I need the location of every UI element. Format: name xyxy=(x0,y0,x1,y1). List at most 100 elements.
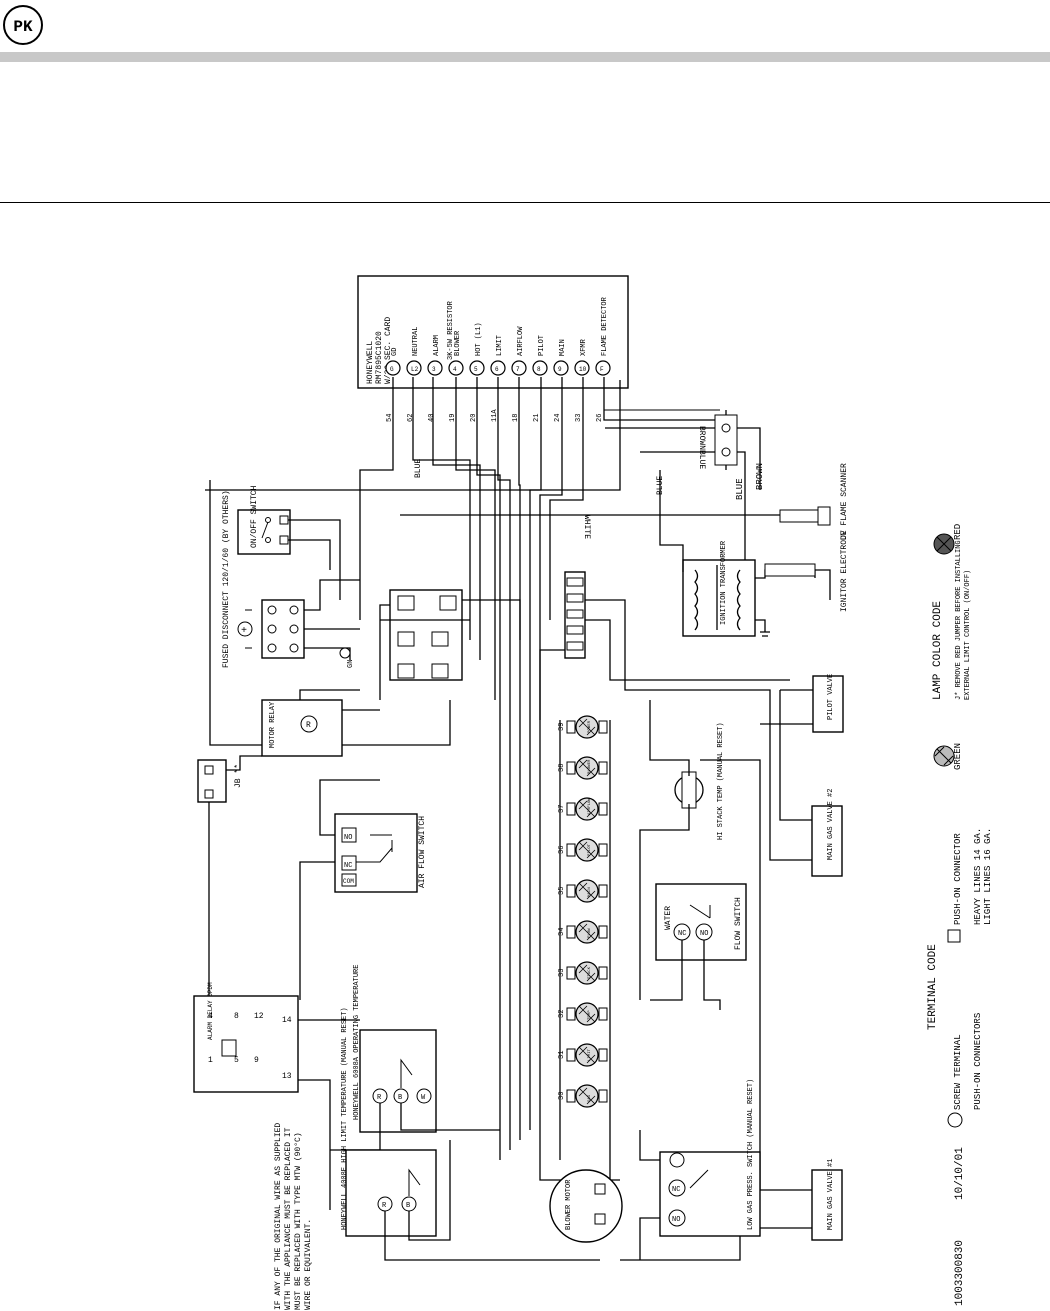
control-terminal-id: 8 xyxy=(537,366,541,373)
ignition-card: RM7895C1020 xyxy=(375,331,384,384)
control-terminal-label: MAIN xyxy=(559,339,567,356)
blue-label-2: BLUE xyxy=(414,459,423,478)
lamp-code-title: LAMP COLOR CODE xyxy=(932,601,944,700)
jb-label: JB ** xyxy=(234,764,243,788)
ignition-model: HONEYWELL xyxy=(366,341,375,384)
water-label: WATER xyxy=(664,906,673,930)
ignition-transformer: IGNITION TRANSFORMER IGNITOR ELECTRODE xyxy=(659,470,849,637)
lamp-label: AIRFLOW xyxy=(588,798,592,815)
control-terminal-label: NEUTRAL xyxy=(412,327,420,356)
indicator-lamp: 39 POWER xyxy=(558,715,608,739)
blue-label-4: BLUE xyxy=(735,478,745,500)
svg-text:NC: NC xyxy=(678,930,686,938)
control-terminal-id: 5 xyxy=(474,366,478,373)
control-terminal-label: GD xyxy=(391,348,399,356)
main-gas-valve-1: MAIN GAS VALVE #1 xyxy=(620,759,843,1261)
white-label: WHITE xyxy=(582,515,591,539)
svg-text:+: + xyxy=(241,626,247,637)
svg-text:R: R xyxy=(377,1094,382,1102)
control-terminal: 9 MAIN 24 xyxy=(553,339,569,422)
main-gas-valve-1-label: MAIN GAS VALVE #1 xyxy=(827,1159,835,1230)
svg-text:NO: NO xyxy=(344,834,352,842)
main-gas-valve-2: MAIN GAS VALVE #2 xyxy=(769,690,843,877)
air-flow-switch-label: AIR FLOW SWITCH xyxy=(418,816,427,888)
control-terminal-id: 4 xyxy=(453,366,457,373)
control-terminal-wire: 40 xyxy=(428,414,436,422)
motor-relay: R MOTOR RELAY xyxy=(209,480,451,757)
svg-text:9: 9 xyxy=(254,1056,259,1065)
brown-label-2: BROWN xyxy=(755,463,765,490)
control-terminal-label: XFMR xyxy=(580,338,588,356)
svg-text:8: 8 xyxy=(234,1012,239,1021)
operating-temperature: HONEYWELL 6008A OPERATING TEMPERATURE R … xyxy=(330,965,500,1151)
lamp-label: GAS xyxy=(588,1094,592,1102)
control-wire-bundle xyxy=(205,377,721,1160)
control-terminal-id: G xyxy=(390,366,394,373)
blower-motor-label: BLOWER MOTOR xyxy=(565,1179,573,1230)
lamp-id: 39 xyxy=(558,723,566,731)
svg-text:NC: NC xyxy=(344,862,352,870)
pilot-valve-label: PILOT VALVE xyxy=(827,674,835,720)
terminal-strip-center xyxy=(379,589,521,700)
svg-text:R: R xyxy=(382,1202,387,1210)
high-limit-temperature: HONEYWELL 4008E HIGH LIMIT TEMPERATURE (… xyxy=(341,1007,600,1261)
lamp-label: BLOWER xyxy=(588,759,592,774)
control-terminal-wire: 62 xyxy=(407,414,415,422)
control-terminal-id: 10 xyxy=(579,366,587,373)
indicator-lamp: 34 FLOW xyxy=(558,920,608,944)
on-off-label: ON/OFF SWITCH xyxy=(250,485,259,548)
svg-text:J* REMOVE RED JUMPER BEFORE IN: J* REMOVE RED JUMPER BEFORE INSTALLINGEX… xyxy=(955,540,972,700)
control-terminal-id: 3 xyxy=(432,366,436,373)
red-label: RED xyxy=(953,524,963,540)
terminal-code-legend: TERMINAL CODE SCREW TERMINAL PUSH-ON CON… xyxy=(927,828,993,1128)
terminal-block-blue-brown: BROWN BLUE BLUE BLUE BLUE BROWN WHITE xyxy=(414,410,765,560)
control-terminal-label: PILOT xyxy=(538,335,546,356)
uv-flame-scanner: UV FLAME SCANNER xyxy=(400,463,849,540)
svg-text:4: 4 xyxy=(208,1012,213,1021)
part-number-label: 1003300830 xyxy=(954,1240,966,1306)
uv-scanner-label: UV FLAME SCANNER xyxy=(840,463,849,540)
control-terminal-wire: 24 xyxy=(554,414,562,422)
alarm-relay-label: ALARM DELAY DPDM xyxy=(207,982,214,1040)
gn-label: GN xyxy=(347,660,355,668)
lamp-id: 34 xyxy=(558,928,566,936)
lamp-label: POWER xyxy=(588,720,592,733)
svg-text:W: W xyxy=(421,1094,426,1102)
control-terminal-label: FLAME DETECTOR xyxy=(601,296,609,356)
flow-switch-label: FLOW SWITCH xyxy=(734,897,743,950)
terminal-strip-right xyxy=(539,571,790,1181)
warning-note: IF ANY OF THE ORIGINAL WIRE AS SUPPLIEDW… xyxy=(274,1123,313,1310)
svg-text:5: 5 xyxy=(234,1056,239,1065)
svg-text:R: R xyxy=(306,721,311,730)
company-logo: PK xyxy=(3,5,43,45)
svg-text:NO: NO xyxy=(700,930,708,938)
control-terminal-label: AIRFLOW xyxy=(517,326,525,356)
control-terminal-wire: 21 xyxy=(533,414,541,422)
control-terminal-label: HOT (L1) xyxy=(475,322,483,356)
transformer-label: IGNITION TRANSFORMER xyxy=(720,540,728,625)
blower-motor: BLOWER MOTOR xyxy=(549,1169,623,1243)
fused-disconnect-label: FUSED DISCONNECT 120/1/60 (BY OTHERS) xyxy=(222,490,231,668)
svg-text:1: 1 xyxy=(208,1056,213,1065)
lamp-id: 32 xyxy=(558,1010,566,1018)
svg-text:B: B xyxy=(398,1094,402,1102)
control-terminal-wire: 26 xyxy=(596,414,604,422)
heavy-lines-label: HEAVY LINES 14 GA. xyxy=(973,828,983,925)
svg-text:12: 12 xyxy=(254,1012,264,1021)
lamp-label: FLOW xyxy=(588,928,592,938)
brown-label-1: BROWN xyxy=(697,426,706,450)
control-terminal-id: 9 xyxy=(558,366,562,373)
hi-stack-temp: HI STACK TEMP (MANUAL RESET) xyxy=(639,700,725,1000)
